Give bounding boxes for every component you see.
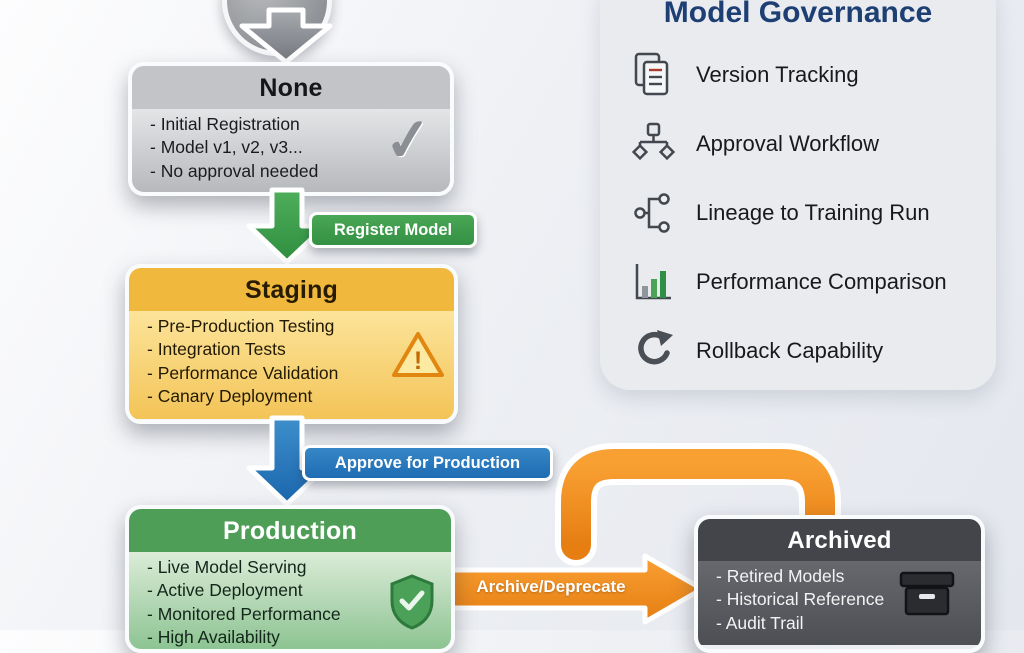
stage-staging-item: - Pre-Production Testing [147, 316, 335, 336]
governance-item-label: Rollback Capability [696, 337, 884, 363]
governance-row-lineage: Lineage to Training Run [600, 178, 996, 247]
stage-archived-title: Archived [698, 519, 981, 561]
governance-item-label: Version Tracking [696, 61, 859, 87]
governance-list: Version Tracking Approval Workflow Linea… [600, 40, 996, 385]
stage-archived-item: - Historical Reference [716, 589, 885, 610]
shield-check-icon [390, 574, 434, 630]
archive-flow-arrow [449, 443, 841, 625]
stage-staging-items: - Pre-Production Testing - Integration T… [129, 311, 454, 419]
governance-row-rollback: Rollback Capability [600, 316, 996, 385]
stage-archived-item: - Audit Trail [716, 612, 804, 633]
governance-title: Model Governance [663, 0, 933, 29]
approval-workflow-icon [631, 122, 676, 160]
archive-deprecate-label: Archive/Deprecate [476, 577, 626, 596]
governance-item-label: Lineage to Training Run [696, 199, 930, 225]
approve-production-badge: Approve for Production [302, 445, 553, 481]
flow-arrow-register [246, 187, 328, 265]
stage-staging-item: - Canary Deployment [147, 386, 313, 407]
archive-box-icon [899, 571, 955, 616]
model-governance-panel: Model Governance Version Tracking Approv… [600, 0, 996, 390]
stage-none-item: - Model v1, v2, v3... [150, 137, 303, 158]
stage-none: None - Initial Registration - Model v1, … [128, 62, 454, 196]
stage-production-item: - Monitored Performance [147, 603, 341, 624]
check-icon: ✓ [380, 105, 436, 176]
stage-staging: Staging - Pre-Production Testing - Integ… [125, 264, 458, 424]
performance-comparison-icon [635, 263, 671, 299]
stage-none-items: - Initial Registration - Model v1, v2, v… [132, 109, 450, 192]
governance-item-label: Performance Comparison [696, 268, 947, 294]
flow-arrow-down-gray [239, 7, 333, 65]
stage-production-item: - Live Model Serving [147, 557, 307, 577]
register-model-badge: Register Model [309, 212, 477, 248]
governance-row-version-tracking: Version Tracking [600, 40, 996, 109]
stage-archived-item: - Retired Models [716, 566, 845, 586]
rollback-icon [638, 329, 673, 364]
warning-icon: ! [392, 332, 444, 377]
stage-none-item: - No approval needed [150, 160, 319, 181]
stage-staging-item: - Integration Tests [147, 339, 286, 360]
flow-arrow-approve [246, 415, 328, 507]
governance-item-label: Approval Workflow [696, 130, 879, 156]
stage-none-title: None [132, 66, 450, 109]
svg-text:!: ! [414, 347, 422, 375]
version-tracking-icon [634, 52, 669, 95]
stage-none-item: - Initial Registration [150, 114, 300, 134]
stage-production-title: Production [129, 509, 451, 552]
stage-production-item: - Active Deployment [147, 580, 303, 601]
stage-staging-item: - Performance Validation [147, 362, 339, 383]
stage-staging-title: Staging [129, 268, 454, 311]
lineage-icon [634, 192, 670, 233]
governance-row-performance: Performance Comparison [600, 247, 996, 316]
governance-row-approval-workflow: Approval Workflow [600, 109, 996, 178]
